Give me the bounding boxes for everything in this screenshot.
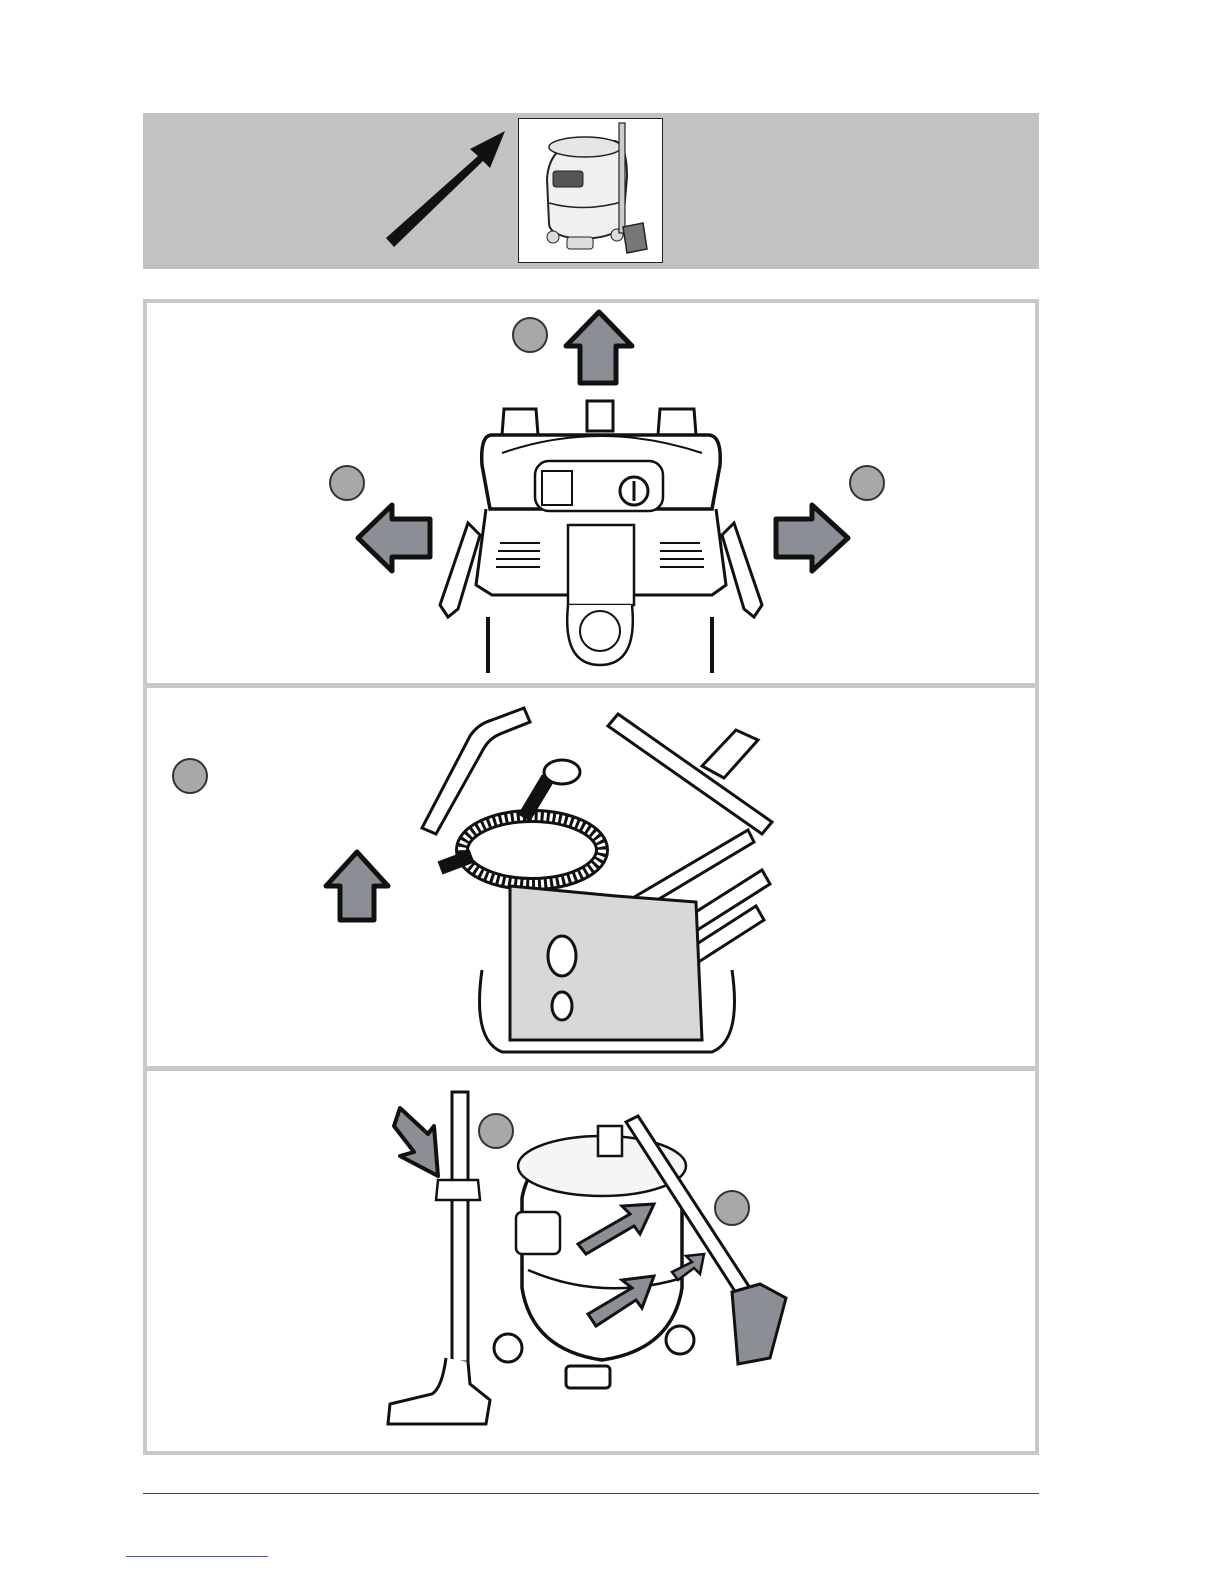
accessories-unpack-illustration: [412, 700, 792, 1060]
arrow-up-icon: [562, 308, 642, 388]
callout-marker: [512, 317, 548, 353]
vacuum-head-unlatch-illustration: [432, 395, 772, 675]
vacuum-cleaner-with-stored-accessories-icon: [519, 119, 664, 264]
accessory-storage-illustration: [382, 1088, 802, 1428]
footer-rule: [143, 1493, 1039, 1494]
arrow-up-icon: [320, 848, 400, 928]
arrow-right-icon: [772, 499, 852, 579]
callout-marker: [849, 465, 885, 501]
callout-marker: [329, 465, 365, 501]
callout-marker: [172, 758, 208, 794]
footer-link-underline[interactable]: [126, 1556, 268, 1557]
arrow-left-icon: [354, 499, 434, 579]
vacuum-thumbnail: [518, 118, 663, 263]
